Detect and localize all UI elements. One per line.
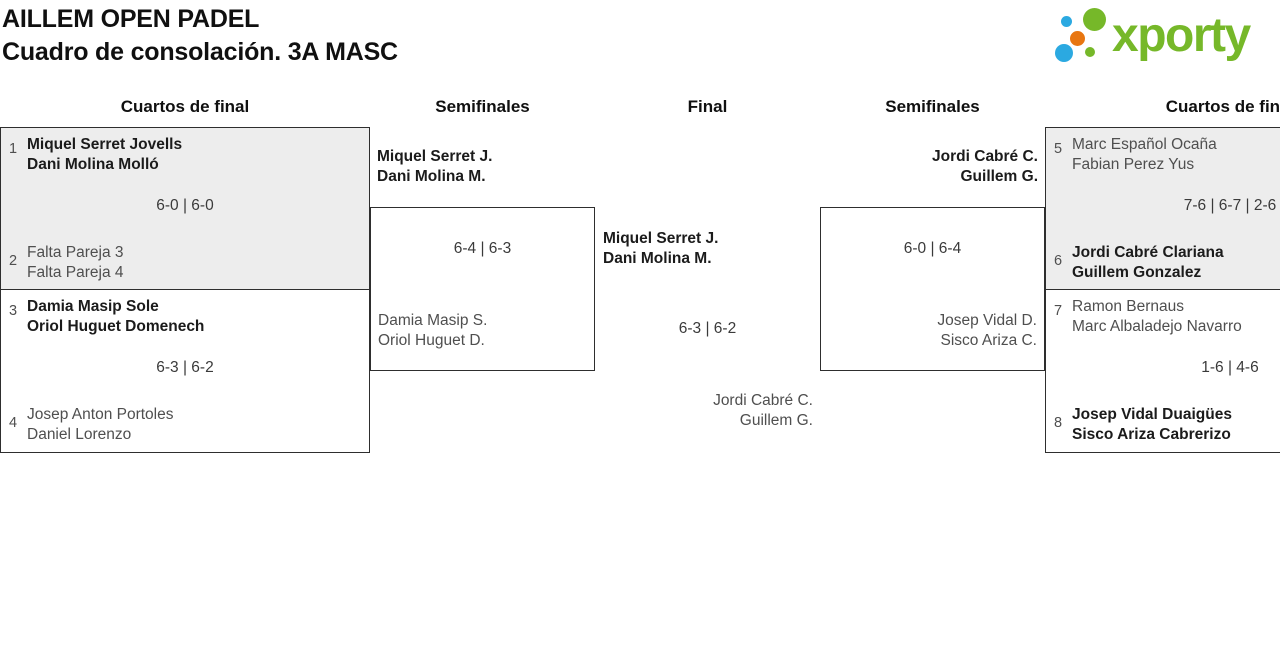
match-score: 6-0 | 6-0 — [156, 197, 214, 214]
final-score: 6-3 | 6-2 — [678, 320, 737, 337]
player-name: Miquel Serret J. — [603, 230, 719, 247]
player-name: Fabian Perez Yus — [1072, 155, 1195, 173]
header-titles: AILLEM OPEN PADEL Cuadro de consolación.… — [2, 3, 398, 69]
player-name: Damia Masip Sole — [27, 298, 159, 315]
semifinal-right-winner: Jordi Cabré C. Guillem G. — [932, 147, 1038, 186]
seed-number: 7 — [1054, 303, 1063, 319]
player-name: Josep Vidal D. — [937, 312, 1037, 329]
match-box-sf-left[interactable]: 6-4 | 6-3 Damia Masip S. Oriol Huguet D. — [370, 207, 595, 371]
player-name: Sisco Ariza C. — [940, 331, 1037, 349]
player-name: Jordi Cabré Clariana — [1072, 244, 1224, 261]
player-name: Oriol Huguet Domenech — [27, 317, 205, 335]
seed-number: 2 — [9, 253, 18, 269]
match-score: 7-6 | 6-7 | 2-6 — [1183, 197, 1277, 214]
player-name: Marc Español Ocaña — [1072, 136, 1217, 153]
team-pair-loser: Josep Vidal D. Sisco Ariza C. — [937, 311, 1037, 350]
player-name: Guillem Gonzalez — [1072, 263, 1202, 281]
player-name: Damia Masip S. — [378, 312, 488, 329]
round-header-semis-right: Semifinales — [885, 97, 980, 116]
seed-number: 1 — [9, 141, 18, 157]
player-name: Sisco Ariza Cabrerizo — [1072, 425, 1231, 443]
player-name: Daniel Lorenzo — [27, 425, 132, 443]
player-name: Falta Pareja 3 — [27, 244, 124, 261]
final-loser: Jordi Cabré C. Guillem G. — [713, 391, 813, 430]
match-score: 6-3 | 6-2 — [156, 359, 214, 376]
logo-wordmark: xporty — [1112, 9, 1251, 62]
team-pair-winner: Jordi Cabré Clariana Guillem Gonzalez — [1072, 243, 1224, 282]
player-name: Dani Molina M. — [377, 167, 486, 185]
team-pair-winner: Josep Vidal Duaigües Sisco Ariza Cabreri… — [1072, 405, 1232, 444]
player-name: Miquel Serret Jovells — [27, 136, 183, 153]
team-pair-loser: Marc Español Ocaña Fabian Perez Yus — [1072, 135, 1217, 174]
player-name: Falta Pareja 4 — [27, 263, 124, 281]
round-header-quarters-right: Cuartos de final — [1165, 97, 1280, 116]
match-box-qf-1-2[interactable]: 1 Miquel Serret Jovells Dani Molina Moll… — [0, 127, 370, 290]
match-box-qf-7-8[interactable]: 7 Ramon Bernaus Marc Albaladejo Navarro … — [1045, 290, 1280, 453]
logo-dot-icon — [1070, 31, 1085, 46]
tournament-title: AILLEM OPEN PADEL — [2, 5, 260, 33]
match-box-qf-3-4[interactable]: 3 Damia Masip Sole Oriol Huguet Domenech… — [0, 290, 370, 453]
match-score: 6-0 | 6-4 — [903, 240, 962, 257]
seed-number: 4 — [9, 415, 18, 431]
team-pair-loser: Damia Masip S. Oriol Huguet D. — [378, 311, 487, 350]
player-name: Guillem G. — [960, 167, 1038, 185]
player-name: Josep Vidal Duaigües — [1072, 406, 1232, 423]
xporty-logo[interactable]: xporty — [1048, 4, 1280, 68]
semifinal-left-winner: Miquel Serret J. Dani Molina M. — [377, 147, 492, 186]
logo-dot-icon — [1085, 47, 1095, 57]
match-box-sf-right[interactable]: 6-0 | 6-4 Josep Vidal D. Sisco Ariza C. — [820, 207, 1045, 371]
seed-number: 6 — [1054, 253, 1063, 269]
logo-dot-icon — [1083, 8, 1106, 31]
team-pair-winner: Damia Masip Sole Oriol Huguet Domenech — [27, 297, 204, 336]
seed-number: 8 — [1054, 415, 1063, 431]
player-name: Dani Molina Molló — [27, 155, 159, 173]
team-pair-winner: Miquel Serret Jovells Dani Molina Molló — [27, 135, 182, 174]
seed-number: 3 — [9, 303, 18, 319]
team-pair-loser: Ramon Bernaus Marc Albaladejo Navarro — [1072, 297, 1242, 336]
player-name: Ramon Bernaus — [1072, 298, 1185, 315]
logo-dot-icon — [1055, 44, 1073, 62]
team-pair-loser: Falta Pareja 3 Falta Pareja 4 — [27, 243, 124, 282]
player-name: Jordi Cabré C. — [932, 148, 1038, 165]
round-header-semis-left: Semifinales — [435, 97, 530, 116]
player-name: Dani Molina M. — [603, 249, 712, 267]
round-header-final: Final — [687, 97, 728, 116]
logo-dot-icon — [1061, 16, 1072, 27]
match-box-qf-5-6[interactable]: 5 Marc Español Ocaña Fabian Perez Yus 7-… — [1045, 127, 1280, 290]
bracket-subtitle: Cuadro de consolación. 3A MASC — [2, 38, 398, 66]
player-name: Jordi Cabré C. — [713, 392, 813, 409]
final-winner: Miquel Serret J. Dani Molina M. — [603, 229, 718, 268]
seed-number: 5 — [1054, 141, 1063, 157]
match-score: 1-6 | 4-6 — [1201, 359, 1259, 376]
match-score: 6-4 | 6-3 — [453, 240, 512, 257]
player-name: Miquel Serret J. — [377, 148, 493, 165]
team-pair-loser: Josep Anton Portoles Daniel Lorenzo — [27, 405, 174, 444]
player-name: Oriol Huguet D. — [378, 331, 485, 349]
player-name: Guillem G. — [739, 411, 813, 429]
player-name: Marc Albaladejo Navarro — [1072, 317, 1242, 335]
round-header-quarters-left: Cuartos de final — [120, 97, 250, 116]
player-name: Josep Anton Portoles — [27, 406, 174, 423]
